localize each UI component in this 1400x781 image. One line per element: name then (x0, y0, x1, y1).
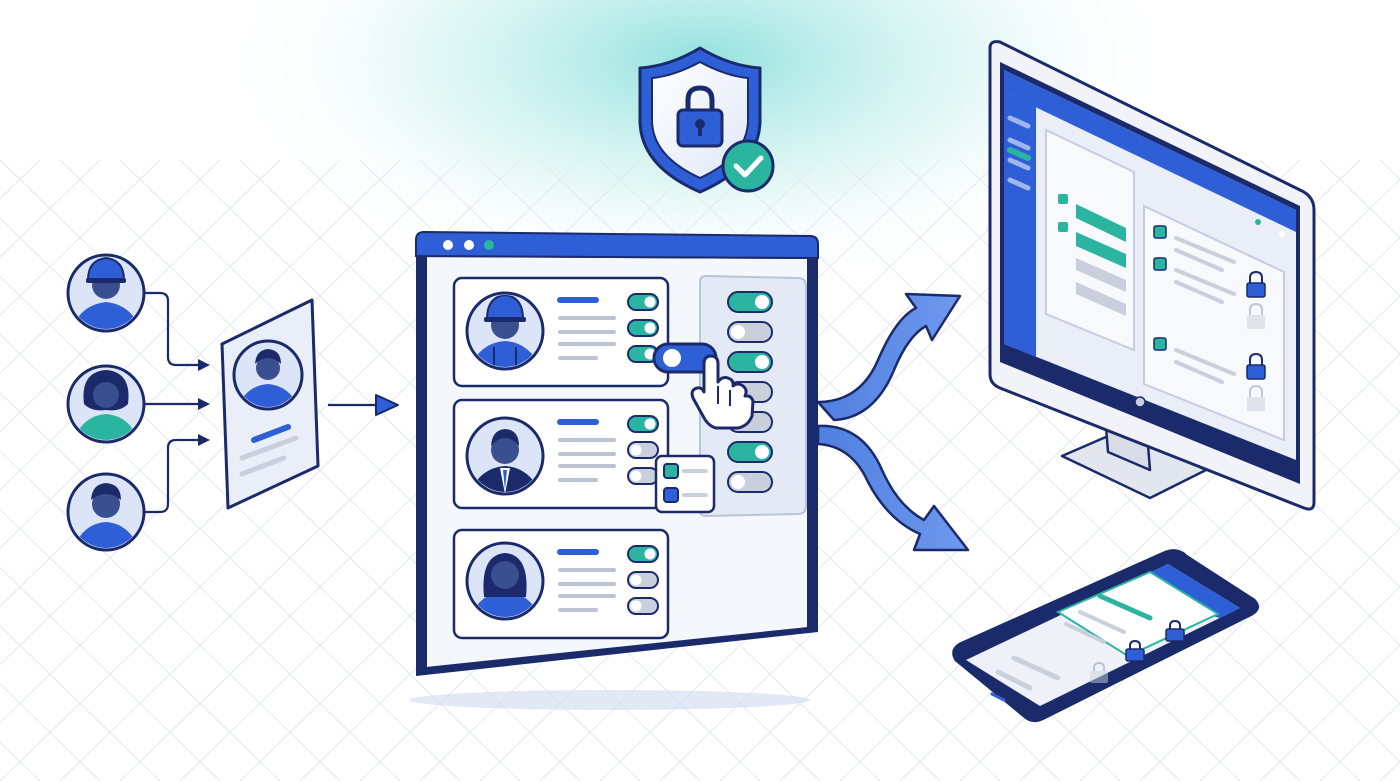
padlock-icon (1247, 302, 1265, 329)
profile-permission-toggle[interactable] (627, 293, 659, 311)
desktop-monitor (988, 40, 1316, 511)
profile-row-businesswoman[interactable] (452, 528, 670, 640)
permission-toggle[interactable] (727, 471, 773, 493)
profile-list (452, 276, 670, 640)
user-avatar-worker (66, 253, 146, 333)
padlock-icon (1246, 270, 1266, 298)
smartphone (952, 549, 1259, 723)
profile-permission-toggle[interactable] (627, 319, 659, 337)
user-avatar-woman (66, 364, 146, 444)
distribution-arrows (816, 292, 970, 552)
permission-toggle[interactable] (727, 351, 773, 373)
profile-permission-toggle[interactable] (627, 545, 659, 563)
shield-lock-check-icon (638, 46, 775, 194)
connector-arrowheads (198, 359, 210, 446)
permission-checklist-chip (654, 454, 716, 514)
profile-permission-toggle[interactable] (627, 467, 659, 485)
profile-permission-toggle[interactable] (627, 415, 659, 433)
permission-toggle[interactable] (727, 321, 773, 343)
profile-row-businessman[interactable] (452, 398, 670, 510)
padlock-icon (1125, 639, 1145, 662)
dragged-permission-toggle[interactable] (652, 342, 718, 374)
permission-toggle[interactable] (727, 441, 773, 463)
card-to-panel-arrow (328, 394, 399, 416)
profile-row-construction-worker[interactable] (452, 276, 670, 388)
user-connectors (144, 291, 198, 514)
permission-toggle[interactable] (727, 291, 773, 313)
panel-shadow (410, 690, 810, 710)
profile-permission-toggle[interactable] (627, 571, 659, 589)
padlock-icon (1090, 661, 1108, 683)
permissions-column (699, 274, 807, 518)
profile-permission-toggle[interactable] (627, 597, 659, 615)
padlock-icon (1247, 384, 1265, 411)
user-avatar-man (66, 472, 146, 552)
identity-card (220, 298, 320, 510)
hand-cursor-icon (690, 354, 755, 430)
padlock-icon (1165, 619, 1185, 642)
padlock-icon (1246, 352, 1266, 380)
profile-permission-toggle[interactable] (627, 441, 659, 459)
